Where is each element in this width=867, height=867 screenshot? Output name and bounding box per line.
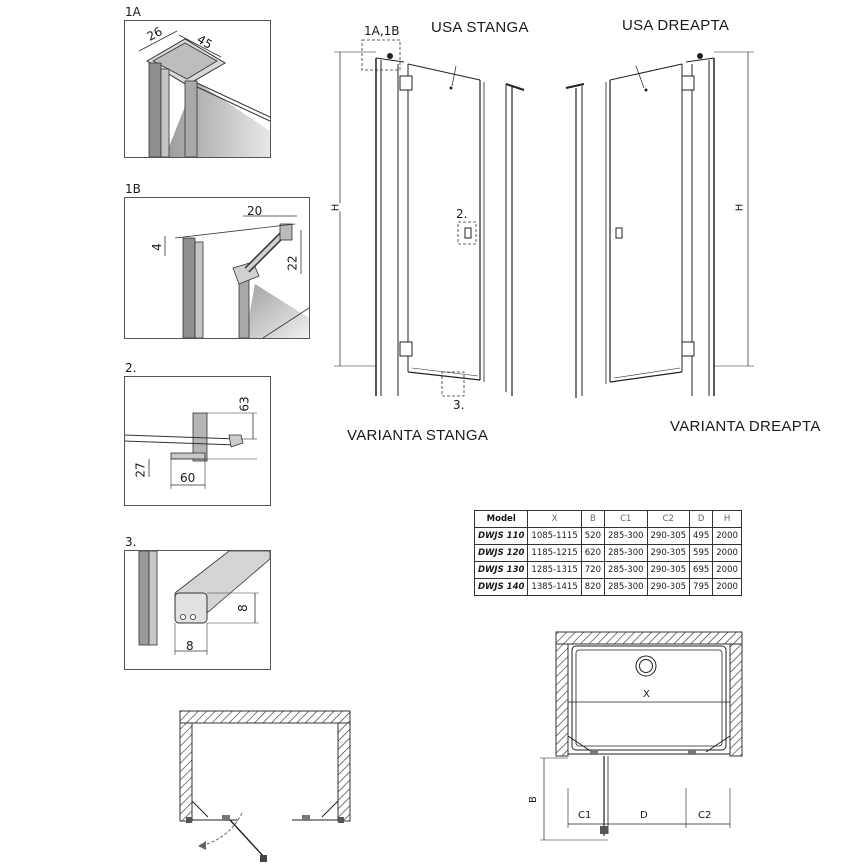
cell-c2: 290-305 <box>646 527 691 545</box>
cell-d: 695 <box>689 561 714 579</box>
detail-1a-panel: 26 45 <box>124 20 271 158</box>
detail-1b-panel: 20 4 22 <box>124 197 310 339</box>
callout-1a-1b: 1A,1B <box>364 24 400 38</box>
detail-3-panel: 8 8 <box>124 550 271 670</box>
cell-b: 720 <box>580 561 606 579</box>
header-c2: C2 <box>646 510 691 528</box>
plan-x-label: X <box>643 689 650 700</box>
cell-d: 495 <box>689 527 714 545</box>
table-row: DWJS 110 1085-1115 520 285-300 290-305 4… <box>473 527 742 545</box>
header-model: Model <box>473 510 529 528</box>
cell-d: 595 <box>689 544 714 562</box>
right-height-label: H <box>734 203 746 212</box>
header-d: D <box>689 510 714 528</box>
detail-1b-drawing <box>164 215 309 338</box>
callout-2: 2. <box>456 207 468 221</box>
cell-b: 620 <box>580 544 606 562</box>
left-variant-label: VARIANTA STANGA <box>347 427 489 444</box>
detail-1a-drawing <box>138 30 270 157</box>
cell-b: 820 <box>580 578 606 596</box>
callout-3: 3. <box>453 398 465 412</box>
header-x: X <box>527 510 582 528</box>
cell-x: 1385-1415 <box>527 578 582 596</box>
detail-2-dim-27: 27 <box>133 462 148 478</box>
table-row: DWJS 120 1185-1215 620 285-300 290-305 5… <box>473 544 742 562</box>
table-row: DWJS 140 1385-1415 820 285-300 290-305 7… <box>473 578 742 596</box>
cell-c1: 285-300 <box>604 544 648 562</box>
cell-model: DWJS 120 <box>473 544 529 562</box>
door-swing-plan <box>179 710 351 862</box>
plan-c2-label: C2 <box>698 810 712 821</box>
cell-c2: 290-305 <box>646 561 691 579</box>
cell-x: 1285-1315 <box>527 561 582 579</box>
cell-c2: 290-305 <box>646 544 691 562</box>
detail-2-label: 2. <box>125 361 137 375</box>
model-dimensions-table: Model X B C1 C2 D H DWJS 110 1085-1115 5… <box>473 510 742 596</box>
detail-2-dim-60: 60 <box>180 471 196 485</box>
table-row: DWJS 130 1285-1315 720 285-300 290-305 6… <box>473 561 742 579</box>
detail-3-drawing <box>138 551 270 655</box>
cell-c1: 285-300 <box>604 561 648 579</box>
cell-model: DWJS 110 <box>473 527 529 545</box>
cell-x: 1185-1215 <box>527 544 582 562</box>
cell-h: 2000 <box>712 561 742 579</box>
cell-h: 2000 <box>712 544 742 562</box>
cell-x: 1085-1115 <box>527 527 582 545</box>
detail-3-label: 3. <box>125 535 137 549</box>
left-door-title: USA STANGA <box>431 19 529 36</box>
detail-2-panel: 63 27 60 <box>124 376 271 506</box>
cell-model: DWJS 130 <box>473 561 529 579</box>
cell-h: 2000 <box>712 578 742 596</box>
plan-b-label: B <box>527 796 539 803</box>
detail-3-dim-8-vertical: 8 <box>235 604 250 612</box>
detail-2-drawing <box>125 412 257 489</box>
cell-h: 2000 <box>712 527 742 545</box>
detail-1b-label: 1B <box>125 182 141 196</box>
cell-d: 795 <box>689 578 714 596</box>
table-header-row: Model X B C1 C2 D H <box>473 510 742 528</box>
header-c1: C1 <box>604 510 648 528</box>
plan-c1-label: C1 <box>578 810 592 821</box>
cell-c1: 285-300 <box>604 527 648 545</box>
plan-d-label: D <box>640 810 648 821</box>
elevation-drawing <box>334 39 754 398</box>
cell-c1: 285-300 <box>604 578 648 596</box>
header-b: B <box>580 510 606 528</box>
detail-3-dim-8-horizontal: 8 <box>186 639 194 653</box>
dimension-plan <box>540 631 743 841</box>
detail-1b-dim-20: 20 <box>247 204 263 218</box>
right-variant-label: VARIANTA DREAPTA <box>670 418 821 435</box>
header-h: H <box>712 510 742 528</box>
detail-1a-label: 1A <box>125 5 141 19</box>
left-height-label: H <box>330 203 342 212</box>
cell-b: 520 <box>580 527 606 545</box>
cell-c2: 290-305 <box>646 578 691 596</box>
cell-model: DWJS 140 <box>473 578 529 596</box>
right-door-title: USA DREAPTA <box>622 17 730 34</box>
